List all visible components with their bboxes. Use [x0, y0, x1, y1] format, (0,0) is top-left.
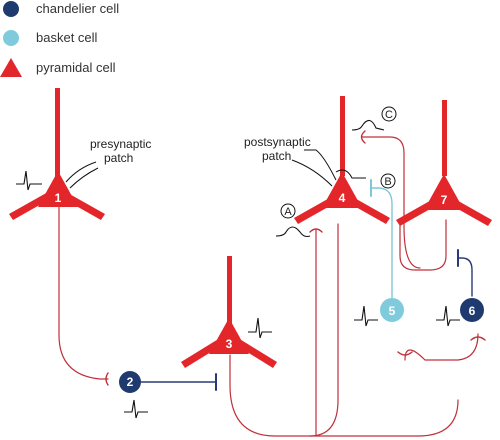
cell3-apical-dendrite: [227, 256, 232, 334]
cell1-spike-trace: [16, 170, 42, 191]
cell5-6-loop: [404, 333, 479, 361]
cell1-number: 1: [55, 191, 62, 205]
cell5-number: 5: [389, 304, 396, 318]
chandelier-cell-2: 2: [119, 371, 141, 393]
cell3-basal-dendrite-left: [181, 338, 224, 368]
chandelier-cell-6: 6: [460, 298, 484, 322]
synapse-c-terminal: [360, 130, 366, 144]
cell4-soma: [322, 172, 362, 208]
legend: chandelier cell basket cell pyramidal ce…: [0, 1, 119, 77]
cell5-spike-trace: [354, 305, 378, 327]
cell2-spike-trace: [124, 399, 148, 419]
cell4-psp-trace: [335, 169, 366, 179]
cell6-axon: [457, 257, 473, 297]
presynaptic-label-line2: patch: [104, 151, 133, 165]
cell4-apical-dendrite: [340, 96, 345, 176]
cell7-soma: [424, 174, 464, 210]
pyramidal-cell-3: 3: [181, 256, 277, 368]
synapse-marker-a: A: [280, 203, 296, 219]
pyramidal-cell-7: 7: [396, 100, 492, 226]
presynaptic-pipette-line-1: [65, 161, 97, 183]
cell2-number: 2: [127, 375, 134, 389]
synapse-a-label: A: [284, 206, 292, 218]
synapse-b-label: B: [384, 176, 391, 188]
cell4-to-cell7-axon: [361, 136, 421, 269]
cell3-spike-trace: [248, 317, 272, 339]
cell5-6-terminal-right: [470, 336, 486, 341]
synapse-b-circle: [380, 173, 396, 189]
cell3-number: 3: [226, 337, 233, 351]
cell1-basal-dendrite-left: [9, 192, 52, 220]
collector-to-cell4: [309, 223, 339, 437]
postsynaptic-label-line1: postsynaptic: [244, 135, 311, 149]
synapse-a-circle: [280, 203, 296, 219]
synapse-a-psp-trace: [275, 226, 311, 238]
synapse-marker-c: C: [381, 106, 397, 122]
presynaptic-label-line1: presynaptic: [90, 137, 151, 151]
cell7-number: 7: [441, 193, 448, 207]
cell1-soma: [38, 171, 78, 207]
presynaptic-pipette-line-2: [69, 167, 99, 189]
cell7-apical-dendrite: [442, 100, 447, 176]
cell6-soma: [460, 298, 484, 322]
presynaptic-patch-annotation: presynaptic patch: [65, 137, 151, 189]
cell3-basal-dendrite-right: [234, 338, 277, 368]
electrophysiology-traces: [16, 119, 460, 419]
postsynaptic-label-line2: patch: [262, 149, 291, 163]
postsynaptic-pipette-line-1: [291, 159, 333, 187]
cell1-terminal: [105, 372, 109, 386]
pyramidal-cell-legend-icon: [0, 58, 22, 77]
postsynaptic-pipette-line-2: [304, 149, 337, 181]
synapse-c-circle: [381, 106, 397, 122]
cell6-spike-trace: [436, 305, 460, 327]
synapse-a-terminal: [309, 228, 323, 233]
pyramidal-cell-4: 4: [294, 96, 390, 224]
cell5-6-terminal-left: [397, 351, 413, 356]
cell3-axon-loop: [229, 354, 459, 437]
chandelier-cell-legend-icon: [3, 1, 19, 17]
postsynaptic-patch-annotation: postsynaptic patch: [244, 135, 366, 187]
axon-wiring: [58, 130, 486, 437]
cell4-number: 4: [339, 191, 346, 205]
cell1-axon: [58, 199, 109, 380]
cell1-apical-dendrite: [55, 88, 60, 190]
basket-cell-5: 5: [380, 298, 404, 322]
synapse-c-label: C: [385, 109, 393, 121]
cell3-soma: [209, 318, 249, 354]
cell5-axon: [371, 187, 393, 299]
pyramidal-cell-legend-label: pyramidal cell: [36, 60, 116, 75]
synapse-marker-b: B: [380, 173, 396, 189]
basket-cell-legend-icon: [3, 30, 19, 46]
cell6-number: 6: [469, 304, 476, 318]
basket-cell-legend-label: basket cell: [36, 30, 98, 45]
cell7-axon: [399, 219, 447, 271]
cell5-soma: [380, 298, 404, 322]
cell2-soma: [119, 371, 141, 393]
synapse-c-psp-trace: [351, 119, 385, 131]
pyramidal-cell-1: 1: [9, 88, 105, 220]
chandelier-cell-legend-label: chandelier cell: [36, 1, 119, 16]
